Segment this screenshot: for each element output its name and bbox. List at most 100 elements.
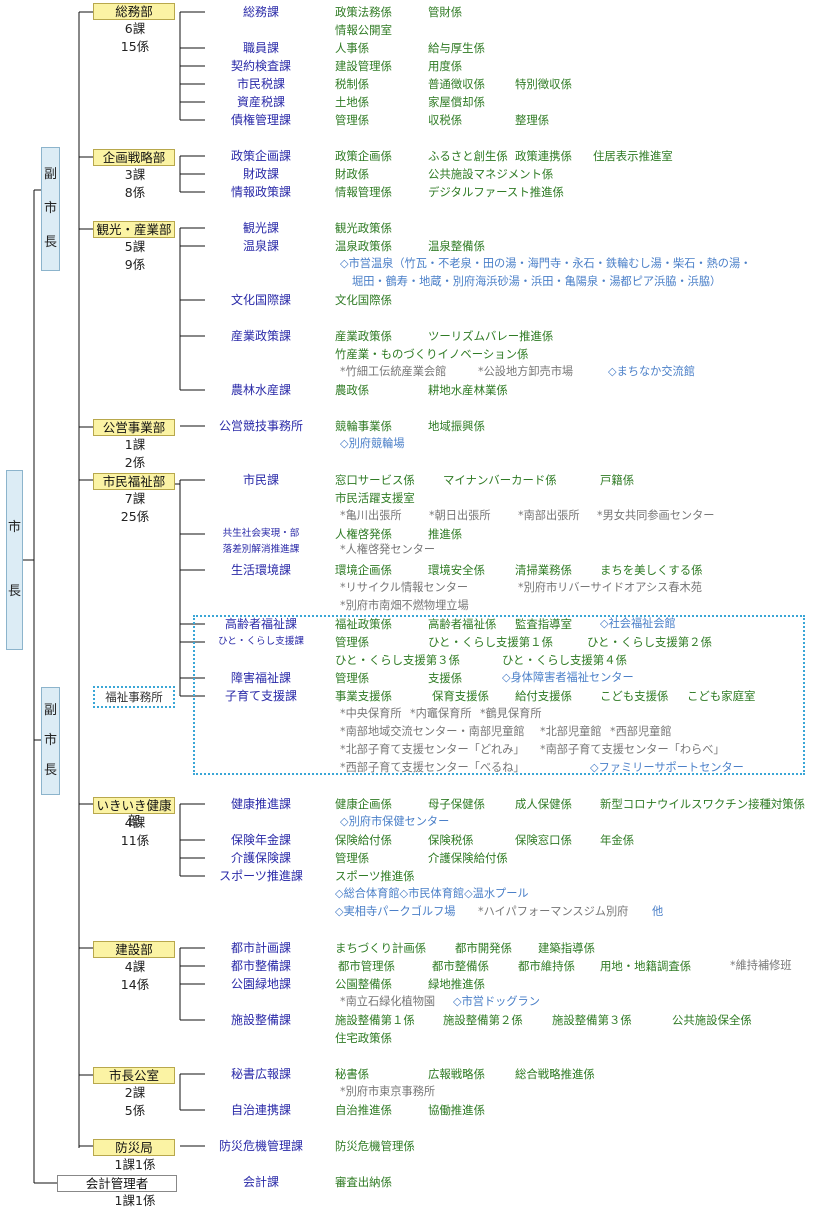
facility-name: *北部児童館 (540, 725, 602, 738)
section-name: 協働推進係 (428, 1103, 485, 1117)
section-name: ツーリズムバレー推進係 (428, 329, 554, 343)
deputy-char-2: 市 (43, 201, 57, 216)
facility-name: *別府市東京事務所 (340, 1085, 436, 1098)
section-name: 広報戦略係 (428, 1067, 485, 1081)
division-name: 保険年金課 (230, 833, 291, 847)
division-name: ひと・くらし支援課 (217, 636, 305, 647)
section-name: 建築指導係 (538, 941, 595, 955)
division-name: 都市整備課 (230, 959, 291, 973)
division-name: 落差別解消推進課 (222, 544, 300, 555)
department-section-count: 14係 (120, 977, 150, 992)
department-section-count: 9係 (124, 257, 146, 272)
section-name: 農政係 (335, 383, 370, 397)
section-name: 総合戦略推進係 (515, 1067, 595, 1081)
section-name: 用度係 (428, 59, 463, 73)
division-name: 公園緑地課 (230, 977, 291, 991)
section-name: デジタルファースト推進係 (428, 185, 564, 199)
department-division-count: 4課 (124, 959, 146, 974)
section-name: ふるさと創生係 (428, 149, 508, 163)
section-name: ひと・くらし支援第４係 (502, 653, 627, 667)
section-name: 施設整備第３係 (552, 1013, 632, 1027)
mayor-char-2: 長 (7, 584, 21, 599)
department-section-count: 25係 (120, 509, 150, 524)
facility-name: *南部子育て支援センター「わらべ」 (540, 743, 725, 756)
facility-name: *別府市南畑不燃物埋立場 (340, 599, 469, 612)
division-name: 共生社会実現・部 (222, 528, 300, 539)
section-name: 地域振興係 (428, 419, 485, 433)
section-name: 都市整備係 (432, 959, 489, 973)
department-box: 市長公室 (93, 1067, 175, 1084)
section-name: 都市管理係 (338, 959, 395, 973)
section-name: ひと・くらし支援第３係 (335, 653, 460, 667)
division-name: 職員課 (242, 41, 279, 55)
section-name: 管理係 (335, 671, 370, 685)
section-name: 防災危機管理係 (335, 1139, 415, 1153)
deputy-char-1: 副 (43, 703, 57, 718)
department-division-count: 4課 (124, 815, 146, 830)
deputy-char-3: 長 (43, 763, 57, 778)
division-name: 温泉課 (242, 239, 279, 253)
service-name: ◇実相寺パークゴルフ場 (335, 905, 456, 918)
section-name: 情報公開室 (335, 23, 392, 37)
section-name: 観光政策係 (335, 221, 392, 235)
division-name: 債権管理課 (230, 113, 291, 127)
section-name: 戸籍係 (600, 473, 635, 487)
section-name: 施設整備第２係 (443, 1013, 523, 1027)
section-name: 収税係 (428, 113, 463, 127)
service-name: ◇総合体育館◇市民体育館◇温水プール (335, 887, 529, 900)
department-box: 防災局 (93, 1139, 175, 1156)
division-name: 自治連携課 (230, 1103, 291, 1117)
section-name: 都市維持係 (518, 959, 575, 973)
facility-name: *亀川出張所 (340, 509, 402, 522)
section-name: 温泉整備係 (428, 239, 485, 253)
deputy-char-2: 市 (43, 733, 57, 748)
department-box: 総務部 (93, 3, 175, 20)
facility-name: *竹細工伝統産業会館 (340, 365, 447, 378)
facility-name: *別府市リバーサイドオアシス春木苑 (518, 581, 702, 594)
division-name: 契約検査課 (230, 59, 291, 73)
section-name: 施設整備第１係 (335, 1013, 415, 1027)
facility-name: *ハイパフォーマンスジム別府 (478, 905, 629, 918)
division-name: 観光課 (242, 221, 279, 235)
section-name: 年金係 (600, 833, 635, 847)
section-name: 推進係 (428, 527, 463, 541)
section-name: 人事係 (335, 41, 370, 55)
division-name: 資産税課 (236, 95, 285, 109)
service-name: ◇ファミリーサポートセンター (590, 761, 744, 774)
section-name: 公共施設マネジメント係 (428, 167, 554, 181)
department-division-count: 2課 (124, 1085, 146, 1100)
facility-name: *維持補修班 (730, 959, 792, 972)
department-division-count: 1課 (124, 437, 146, 452)
facility-name: *中央保育所 (340, 707, 402, 720)
division-name: 情報政策課 (230, 185, 291, 199)
department-box: 企画戦略部 (93, 149, 175, 166)
department-division-count: 1課1係 (114, 1157, 156, 1172)
department-box: いきいき健康部 (93, 797, 175, 828)
section-name: 文化国際係 (335, 293, 392, 307)
deputy-char-1: 副 (43, 167, 57, 182)
department-section-count: 11係 (120, 833, 150, 848)
service-name: ◇身体障害者福祉センター (502, 671, 634, 684)
department-division-count: 6課 (124, 21, 146, 36)
division-name: 政策企画課 (230, 149, 291, 163)
department-box: 観光・産業部 (93, 221, 175, 238)
department-box: 建設部 (93, 941, 175, 958)
section-name: 耕地水産林業係 (428, 383, 508, 397)
division-name: 秘書広報課 (230, 1067, 291, 1081)
section-name: 住宅政策係 (335, 1031, 392, 1045)
section-name: ひと・くらし支援第２係 (587, 635, 712, 649)
section-name: 母子保健係 (428, 797, 485, 811)
section-name: スポーツ推進係 (335, 869, 415, 883)
division-name: 子育て支援課 (224, 689, 297, 703)
division-name: 農林水産課 (230, 383, 291, 397)
section-name: 新型コロナウイルスワクチン接種対策係 (600, 797, 806, 811)
division-name: 総務課 (242, 5, 279, 19)
service-name: 堀田・鶴寿・地蔵・別府海浜砂湯・浜田・亀陽泉・湯都ピア浜脇・浜脇） (352, 275, 722, 288)
section-name: ひと・くらし支援第１係 (428, 635, 553, 649)
facility-name: *朝日出張所 (429, 509, 491, 522)
section-name: 清掃業務係 (515, 563, 572, 577)
section-name: 給付支援係 (515, 689, 572, 703)
section-name: 福祉政策係 (335, 617, 392, 631)
